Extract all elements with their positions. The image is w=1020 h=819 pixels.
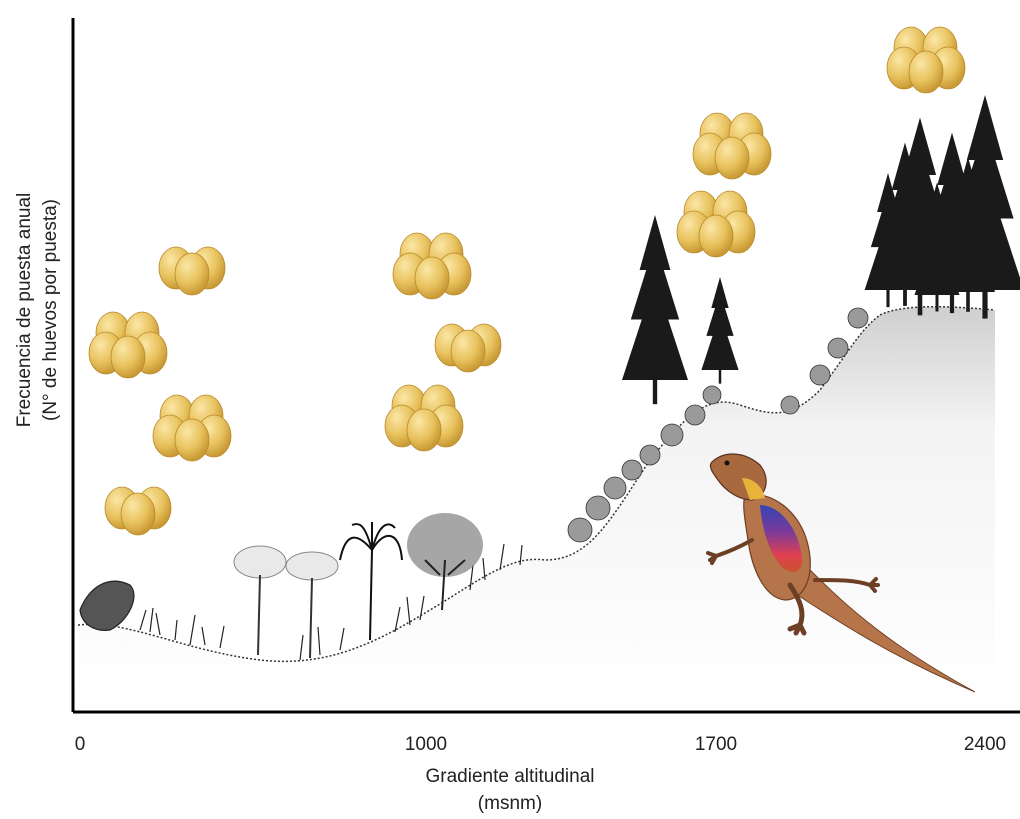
x-tick-1700: 1700 — [694, 734, 738, 755]
broadleaf-tree — [407, 513, 483, 611]
y-axis-label-line1: Frecuencia de puesta anual — [14, 192, 35, 428]
slope-shrubs — [567, 307, 869, 543]
lowland-vegetation — [79, 543, 523, 661]
x-tick-2400: 2400 — [963, 734, 1007, 755]
x-tick-1000: 1000 — [404, 734, 448, 755]
egg-clutch-8 — [693, 113, 771, 179]
y-axis-label: Frecuencia de puesta anual (N° de huevos… — [8, 100, 68, 520]
umbrella-trees — [233, 545, 339, 659]
x-axis-unit: (msnm) — [477, 793, 543, 814]
highland-conifer-forest — [864, 95, 1020, 319]
egg-clutch-1 — [159, 247, 225, 295]
x-axis-label: Gradiente altitudinal — [425, 766, 595, 787]
y-axis-label-line2: (N° de huevos por puesta) — [40, 199, 61, 421]
x-tick-0: 0 — [74, 734, 86, 755]
egg-clutch-5 — [393, 233, 471, 299]
palm-tree — [339, 522, 403, 641]
landscape-hill — [77, 306, 996, 700]
egg-clutch-7 — [385, 385, 463, 451]
egg-clutch-10 — [887, 27, 965, 93]
lizard-illustration — [706, 453, 976, 693]
egg-clutch-4 — [105, 487, 171, 535]
egg-clutch-3 — [153, 395, 231, 461]
egg-clutch-9 — [677, 191, 755, 257]
egg-clutch-2 — [89, 312, 167, 378]
egg-clutch-6 — [435, 324, 501, 372]
axes — [71, 18, 1020, 714]
